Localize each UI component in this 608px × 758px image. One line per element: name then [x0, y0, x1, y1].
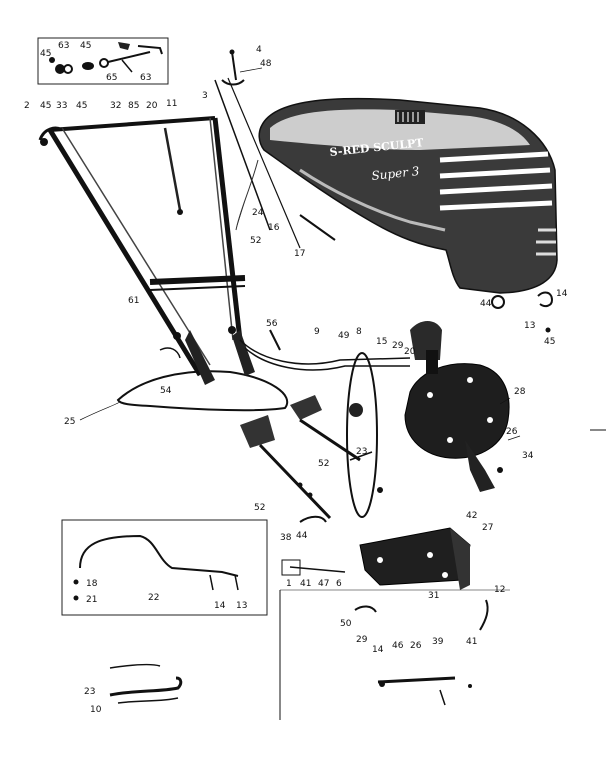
callout-label: 54	[160, 386, 172, 396]
callout-label: 45	[40, 49, 51, 59]
hood-grille	[439, 151, 556, 256]
leader-lines	[79, 67, 521, 441]
callout-label: 39	[432, 637, 444, 647]
callout-label: 20	[404, 347, 416, 357]
callout-label: 63	[58, 41, 69, 51]
callout-label: 10	[90, 705, 102, 715]
callout-label: 52	[250, 236, 261, 246]
callout-label: 25	[64, 417, 75, 427]
callout-label: 61	[128, 296, 139, 306]
callout-label: 44	[480, 299, 492, 309]
washer-part	[55, 64, 65, 74]
callout-label: 14	[214, 601, 226, 611]
callout-label: 12	[494, 585, 505, 595]
callout-label: 17	[294, 249, 305, 259]
callout-labels: 45 63 45 65 63 4 48 3 11 2 45 33 45 32 8…	[24, 41, 568, 715]
callout-label: 65	[106, 73, 117, 83]
bottom-rod-parts	[279, 589, 510, 720]
callout-label: 24	[252, 208, 264, 218]
callout-label: 20	[146, 101, 158, 111]
callout-label: 28	[514, 387, 526, 397]
depth-skid	[116, 326, 411, 412]
callout-label: 2	[24, 101, 30, 111]
callout-label: 45	[544, 337, 555, 347]
callout-label: 13	[236, 601, 247, 611]
callout-label: 48	[260, 59, 272, 69]
callout-label: 22	[148, 593, 159, 603]
callout-label: 45	[76, 101, 87, 111]
callout-label: 45	[80, 41, 91, 51]
callout-label: 42	[466, 511, 477, 521]
callout-label: 47	[318, 579, 329, 589]
engine-hood: S-RED SCULPT Super 3	[258, 97, 558, 294]
lower-frame-bracket	[281, 527, 489, 631]
callout-label: 1	[286, 579, 292, 589]
callout-label: 50	[340, 619, 352, 629]
callout-label: 85	[128, 101, 139, 111]
callout-label: 49	[338, 331, 350, 341]
callout-label: 52	[318, 459, 329, 469]
callout-label: 41	[300, 579, 311, 589]
callout-label: 14	[556, 289, 568, 299]
callout-label: 32	[110, 101, 121, 111]
callout-label: 23	[84, 687, 95, 697]
callout-label: 27	[482, 523, 493, 533]
callout-label: 52	[254, 503, 265, 513]
callout-label: 41	[466, 637, 477, 647]
callout-label: 4	[256, 45, 262, 55]
callout-label: 63	[140, 73, 151, 83]
callout-label: 9	[314, 327, 320, 337]
callout-label: 56	[266, 319, 278, 329]
callout-label: 8	[356, 327, 362, 337]
callout-label: 29	[392, 341, 404, 351]
callout-label: 11	[166, 99, 177, 109]
callout-label: 34	[522, 451, 534, 461]
callout-label: 29	[356, 635, 368, 645]
hood-model-text: Super 3	[371, 164, 420, 183]
callout-label: 44	[296, 531, 308, 541]
callout-label: 31	[428, 591, 439, 601]
wheel-disc	[346, 352, 378, 518]
callout-label: 46	[392, 641, 404, 651]
transmission-housing	[404, 321, 510, 492]
callout-label: 15	[376, 337, 387, 347]
handle-grip	[38, 126, 63, 141]
loose-parts-bottom-left	[109, 663, 183, 704]
callout-label: 3	[202, 91, 208, 101]
callout-label: 45	[40, 101, 51, 111]
inset-box-linkage	[37, 37, 169, 85]
callout-label: 18	[86, 579, 98, 589]
callout-label: 6	[336, 579, 342, 589]
handle-assembly	[38, 49, 336, 377]
callout-label: 38	[280, 533, 292, 543]
callout-label: 23	[356, 447, 367, 457]
callout-label: 33	[56, 101, 67, 111]
hood-side-hardware	[491, 291, 606, 431]
tine-assembly	[240, 352, 383, 523]
callout-label: 26	[410, 641, 422, 651]
callout-label: 13	[524, 321, 535, 331]
callout-label: 16	[268, 223, 280, 233]
inset-box-rod	[61, 519, 268, 616]
callout-label: 21	[86, 595, 97, 605]
callout-label: 26	[506, 427, 518, 437]
callout-label: 14	[372, 645, 384, 655]
